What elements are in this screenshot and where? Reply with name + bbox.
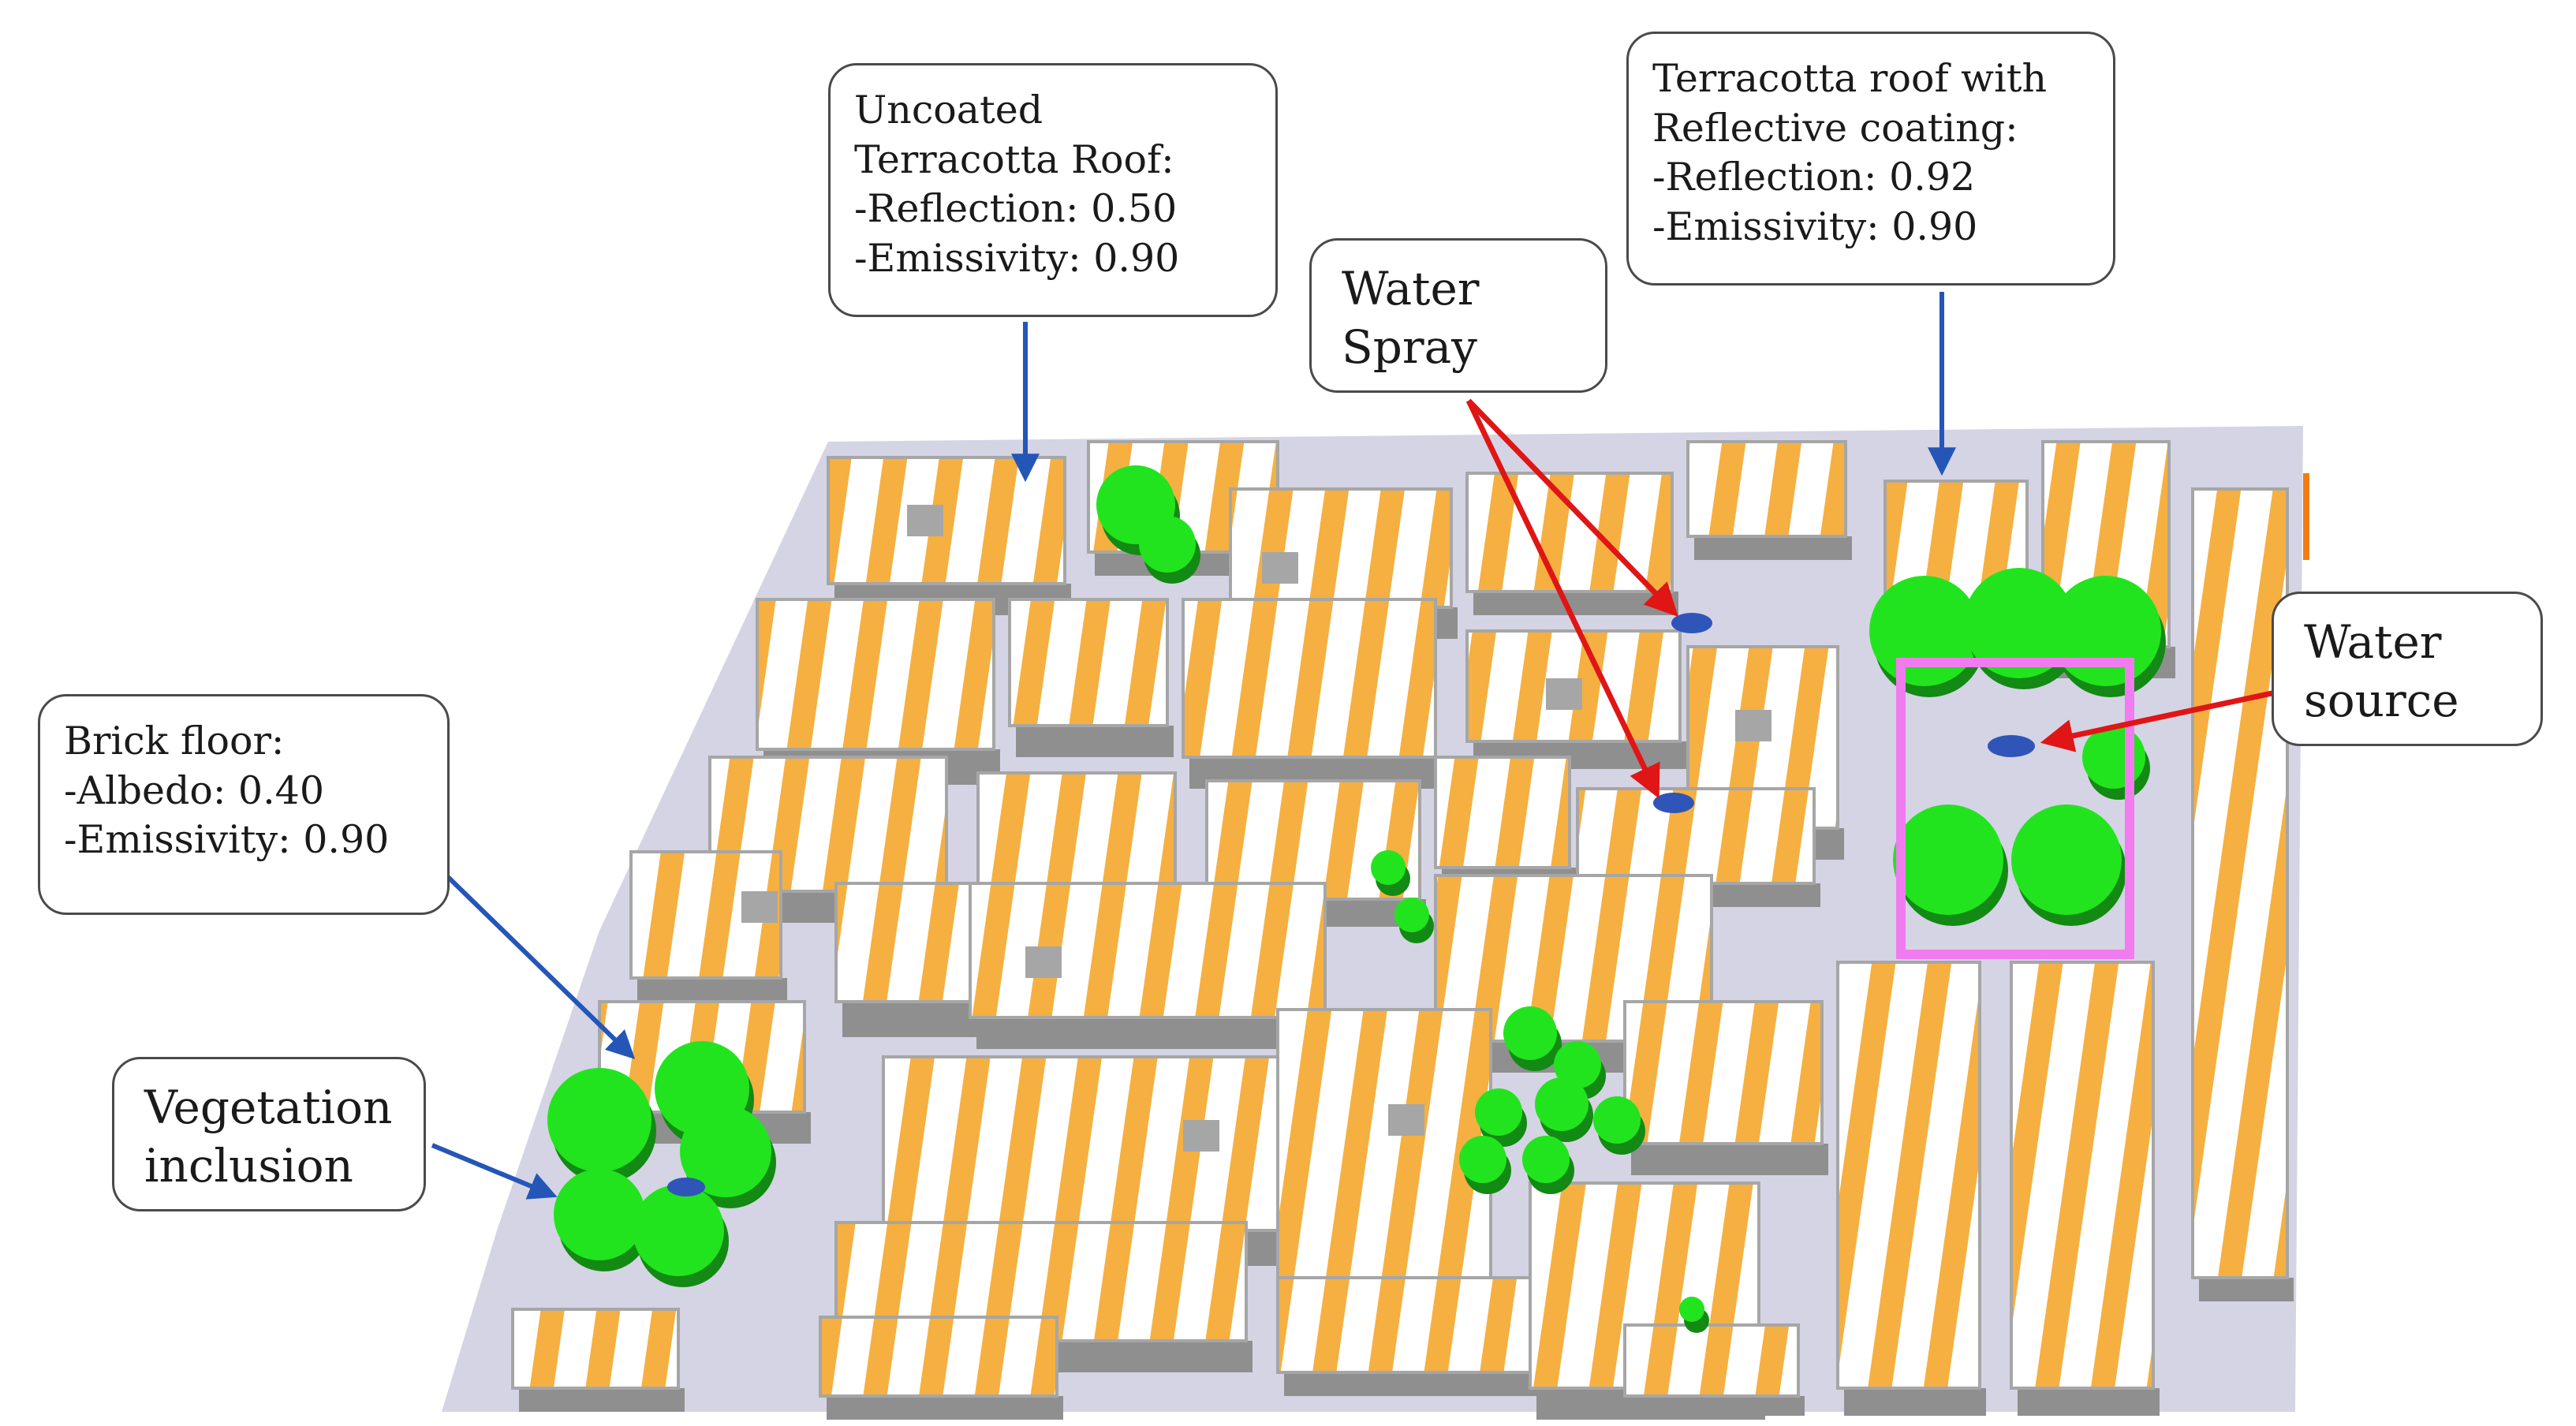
rooftop-box: [1025, 946, 1062, 978]
water-spray-arrow-2: [1465, 399, 1660, 799]
building-wall: [976, 1017, 1331, 1049]
vegetation-tree-icon: [1964, 568, 2074, 678]
coated-roof-callout: Terracotta roof with Reflective coating:…: [1626, 32, 2115, 286]
brick-floor-callout: Brick floor: -Albedo: 0.40 -Emissivity: …: [38, 694, 450, 915]
building-roof: [969, 882, 1327, 1019]
rooftop-box: [741, 891, 778, 923]
coated-roof-line-3: -Reflection: 0.92: [1652, 155, 1976, 200]
brick-floor-line-2: -Albedo: 0.40: [64, 767, 325, 813]
orange-marker: [2303, 473, 2309, 560]
uncoated-roof-line-2: Terracotta Roof:: [854, 136, 1174, 182]
vegetation-tree-icon: [1503, 1006, 1557, 1060]
vegetation-tree-icon: [2011, 804, 2122, 915]
vegetation-tree-icon: [680, 1106, 771, 1197]
water-spray-1-icon: [1671, 613, 1712, 633]
brick-floor-line-3: -Emissivity: 0.90: [64, 817, 390, 863]
vegetation-tree-icon: [1554, 1041, 1601, 1088]
vegetation-tree-icon: [1893, 804, 2003, 915]
building-roof: [882, 1055, 1319, 1232]
building-wall: [1473, 592, 1678, 615]
building-roof: [2191, 487, 2289, 1279]
brick-floor-arrow: [444, 873, 636, 1060]
vegetation-tree-icon: [2082, 726, 2145, 789]
vegetation-tree-icon: [547, 1068, 651, 1172]
rooftop-box: [1262, 552, 1298, 584]
vegetation-tree-icon: [1593, 1096, 1641, 1144]
water-source-line-1: Water: [2304, 615, 2442, 669]
vegetation-tree-icon: [1394, 898, 1429, 932]
rooftop-box: [1735, 710, 1771, 741]
vegetation-tree-icon: [1139, 516, 1196, 573]
vegetation-line-1: Vegetation: [144, 1081, 393, 1134]
coated-roof-line-4: -Emissivity: 0.90: [1652, 204, 1978, 250]
building-wall: [827, 1396, 1063, 1420]
water-source-arrow: [2040, 689, 2276, 752]
building-roof: [819, 1316, 1058, 1398]
water-spray-callout: Water Spray: [1309, 238, 1607, 393]
building-roof: [1465, 472, 1674, 593]
vegetation-arrow: [431, 1143, 558, 1200]
building-roof: [1434, 756, 1571, 869]
water-spray-line-1: Water: [1342, 262, 1480, 315]
building-wall: [1844, 1388, 1986, 1416]
vegetation-tree-icon: [1475, 1088, 1522, 1136]
vegetation-tree-icon: [633, 1185, 724, 1276]
vegetation-line-2: inclusion: [144, 1139, 353, 1193]
building-roof: [1182, 598, 1437, 759]
uncoated-roof-line-4: -Emissivity: 0.90: [854, 236, 1180, 282]
coated-roof-line-2: Reflective coating:: [1652, 105, 2018, 151]
rooftop-box: [1388, 1104, 1424, 1136]
uncoated-roof-callout: Uncoated Terracotta Roof: -Reflection: 0…: [828, 63, 1278, 317]
uncoated-roof-line-1: Uncoated: [854, 88, 1043, 133]
rooftop-box: [1183, 1120, 1219, 1152]
vegetation-tree-icon: [2051, 576, 2161, 686]
building-wall: [2199, 1278, 2294, 1301]
building-wall: [1016, 726, 1174, 757]
building-wall: [2018, 1388, 2160, 1416]
building-roof: [1229, 487, 1453, 609]
rooftop-box: [1546, 678, 1582, 710]
building-roof: [827, 456, 1066, 585]
courtyard-border: [1896, 658, 2134, 959]
vegetation-tree-icon: [554, 1169, 645, 1260]
building-wall: [1631, 1396, 1805, 1416]
water-spray-arrow-1: [1466, 398, 1678, 618]
water-source-line-2: source: [2304, 674, 2459, 728]
building-roof: [511, 1308, 680, 1390]
building-roof: [1576, 787, 1816, 885]
building-roof: [2010, 961, 2155, 1390]
uncoated-roof-line-3: -Reflection: 0.50: [854, 186, 1178, 232]
building-roof: [1686, 440, 1847, 538]
vegetation-tree-icon: [1535, 1077, 1589, 1131]
vegetation-tree-icon: [1371, 850, 1406, 885]
vegetation-tree-icon: [1522, 1136, 1570, 1183]
building-wall: [1694, 536, 1852, 560]
vegetation-water-icon: [667, 1178, 705, 1196]
rooftop-box: [907, 505, 943, 536]
vegetation-callout: Vegetation inclusion: [112, 1057, 426, 1211]
vegetation-tree-icon: [1679, 1297, 1704, 1322]
water-source-callout: Water source: [2272, 592, 2543, 746]
building-roof: [1623, 1323, 1800, 1398]
building-roof: [1623, 1000, 1824, 1145]
brick-floor-line-1: Brick floor:: [64, 719, 285, 763]
water-spray-2-icon: [1653, 793, 1694, 813]
building-roof: [1008, 598, 1169, 727]
vegetation-clusters: [547, 465, 2166, 1333]
building-roof: [976, 771, 1177, 893]
vegetation-tree-icon: [1459, 1136, 1506, 1183]
coated-roof-line-1: Terracotta roof with: [1652, 56, 2048, 101]
building-roof: [756, 598, 995, 751]
building-wall: [1631, 1144, 1828, 1175]
vegetation-tree-icon: [1869, 576, 1980, 686]
building-wall: [519, 1388, 685, 1412]
water-spray-line-2: Spray: [1342, 320, 1477, 375]
building-roof: [1836, 961, 1981, 1390]
water-source-icon: [1988, 735, 2035, 757]
